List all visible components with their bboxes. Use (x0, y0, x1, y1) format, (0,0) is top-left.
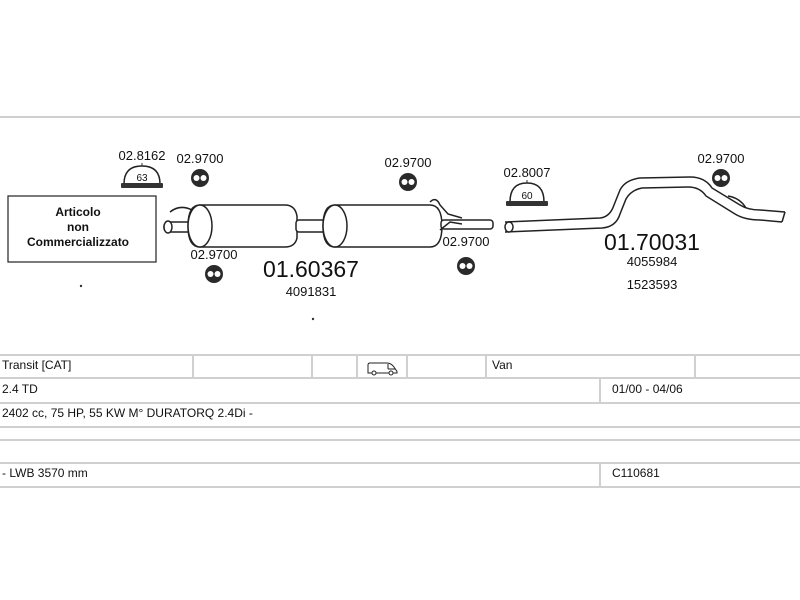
hanger-part-3: 02.9700 (385, 155, 432, 191)
tailpipe-ref-2: 1523593 (627, 277, 678, 292)
clamp-size-badge: 60 (521, 191, 533, 202)
engine-cell: 2.4 TD (2, 382, 38, 396)
silencer-labels: 01.60367 4091831 (263, 256, 359, 299)
clamp-part-02-8007: 02.8007 60 (504, 165, 551, 206)
dot-mark (79, 284, 83, 288)
tailpipe-code: 01.70031 (604, 229, 700, 255)
vehicle-table-grid (0, 354, 800, 488)
part-number: 02.9700 (698, 151, 745, 166)
silencer-code: 01.60367 (263, 256, 359, 282)
clamp-size-badge: 63 (136, 173, 148, 184)
tailpipe-drawing (504, 176, 786, 233)
dot-mark (311, 317, 315, 321)
part-number: 02.9700 (177, 151, 224, 166)
not-sold-box: Articolo non Commercializzato (7, 195, 157, 263)
part-number: 02.9700 (443, 234, 490, 249)
tailpipe-ref-1: 4055984 (627, 254, 678, 269)
hanger-part-1: 02.9700 (177, 151, 224, 187)
part-number: 02.8007 (504, 165, 551, 180)
hanger-part-2: 02.9700 (191, 247, 238, 283)
spec-cell: 2402 cc, 75 HP, 55 KW M° DURATORQ 2.4Di … (2, 406, 253, 420)
silencer-ref: 4091831 (286, 284, 337, 299)
part-number: 02.9700 (191, 247, 238, 262)
not-sold-line-3: Commercializzato (27, 235, 129, 249)
catalog-code-cell: C110681 (612, 466, 660, 480)
years-cell: 01/00 - 04/06 (612, 382, 683, 396)
part-number: 02.9700 (385, 155, 432, 170)
clamp-part-02-8162: 02.8162 63 (119, 148, 166, 188)
wheelbase-cell: - LWB 3570 mm (2, 466, 88, 480)
hanger-part-4: 02.9700 (443, 234, 490, 275)
body-type-cell: Van (492, 358, 513, 372)
part-number: 02.8162 (119, 148, 166, 163)
hanger-part-5: 02.9700 (698, 151, 745, 187)
silencer-drawing (163, 198, 494, 248)
model-cell: Transit [CAT] (2, 358, 72, 372)
tailpipe-labels: 01.70031 4055984 1523593 (604, 229, 700, 292)
not-sold-line-1: Articolo (55, 205, 100, 219)
not-sold-line-2: non (67, 220, 89, 234)
van-icon (367, 362, 398, 376)
